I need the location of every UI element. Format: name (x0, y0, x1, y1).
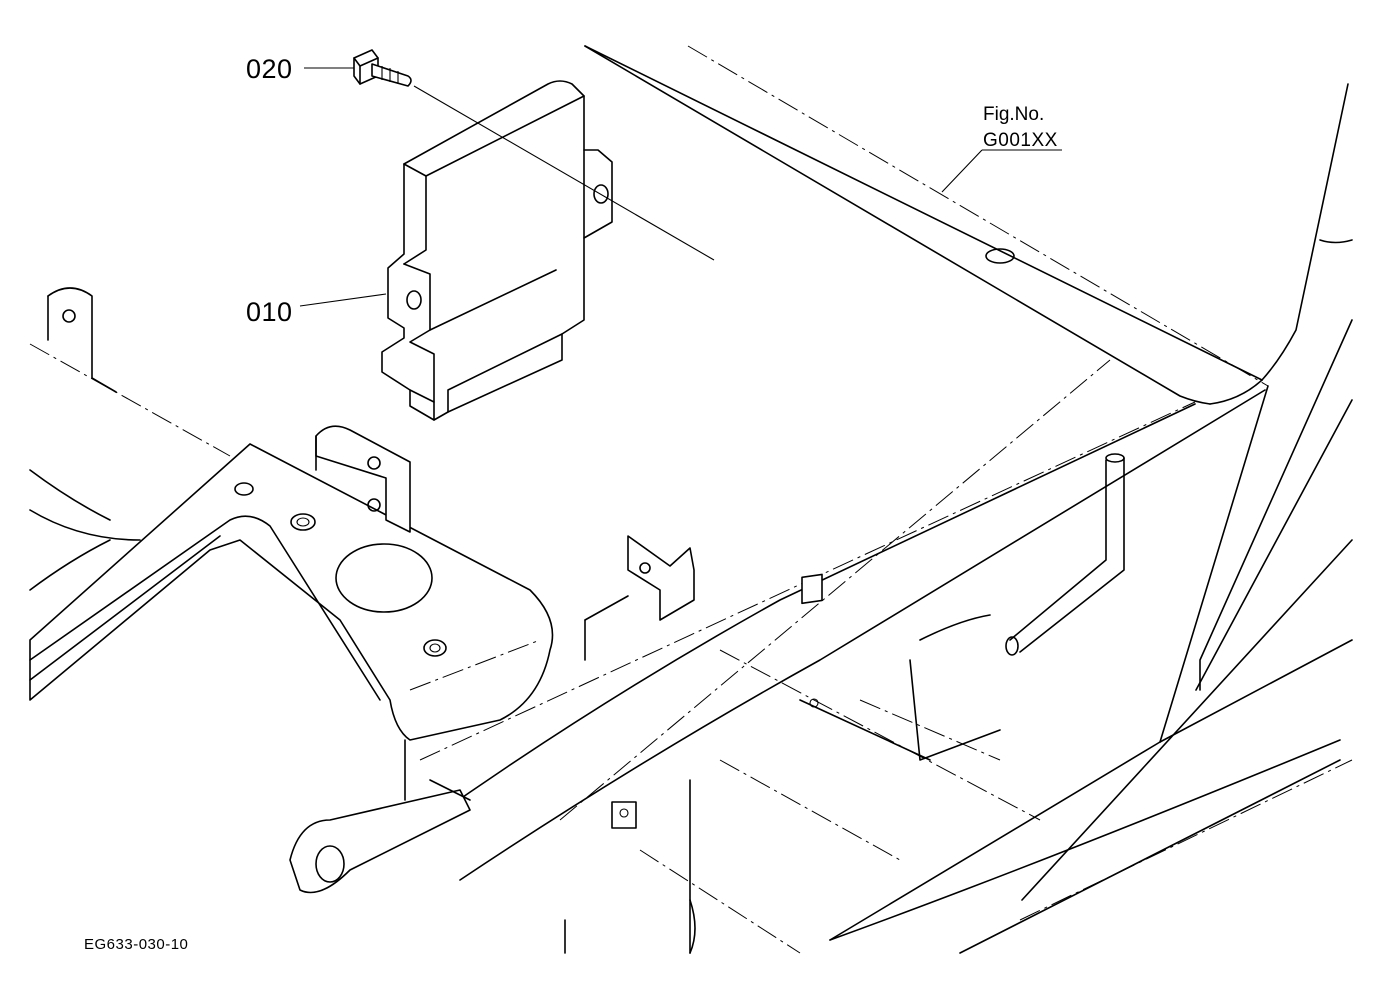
leader-lines (299, 67, 1062, 307)
lower-lug (289, 779, 471, 894)
mounting-bracket (29, 443, 554, 741)
drawing-code: EG633-030-10 (84, 936, 189, 953)
leader-line-fig (941, 149, 1062, 193)
fig-reference-code: G001XX (983, 130, 1058, 151)
frame-structure (29, 45, 1353, 954)
fig-reference-label: Fig.No. (983, 104, 1045, 125)
controller-unit-010 (381, 80, 613, 421)
callout-010: 010 (246, 297, 293, 327)
bolt-020 (353, 49, 715, 261)
leader-line-010 (299, 293, 387, 307)
upright-bracket (315, 425, 411, 533)
callout-020: 020 (246, 54, 293, 84)
